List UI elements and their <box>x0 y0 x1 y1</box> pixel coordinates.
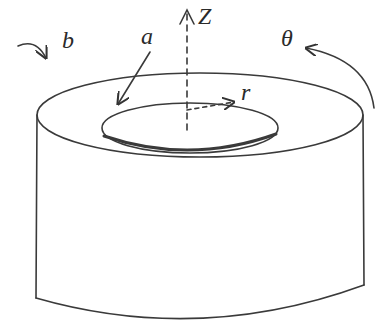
radius-label: b <box>62 28 74 52</box>
bottom-edge <box>36 285 364 319</box>
right-side <box>363 115 364 285</box>
coordinate-label: r <box>241 80 250 104</box>
axis-label: Z <box>198 4 211 28</box>
z-arrowhead <box>180 10 194 24</box>
z-axis <box>186 14 188 130</box>
inner-rim <box>102 103 278 153</box>
radius-label: a <box>141 24 153 48</box>
r-leader <box>187 102 234 110</box>
b-leader <box>18 44 46 58</box>
outer-rim <box>37 73 363 157</box>
left-side <box>36 115 37 298</box>
angle-label: θ <box>281 26 293 50</box>
inner-rim-front <box>104 134 276 150</box>
a-leader <box>118 52 150 104</box>
theta-arrow <box>306 48 374 108</box>
